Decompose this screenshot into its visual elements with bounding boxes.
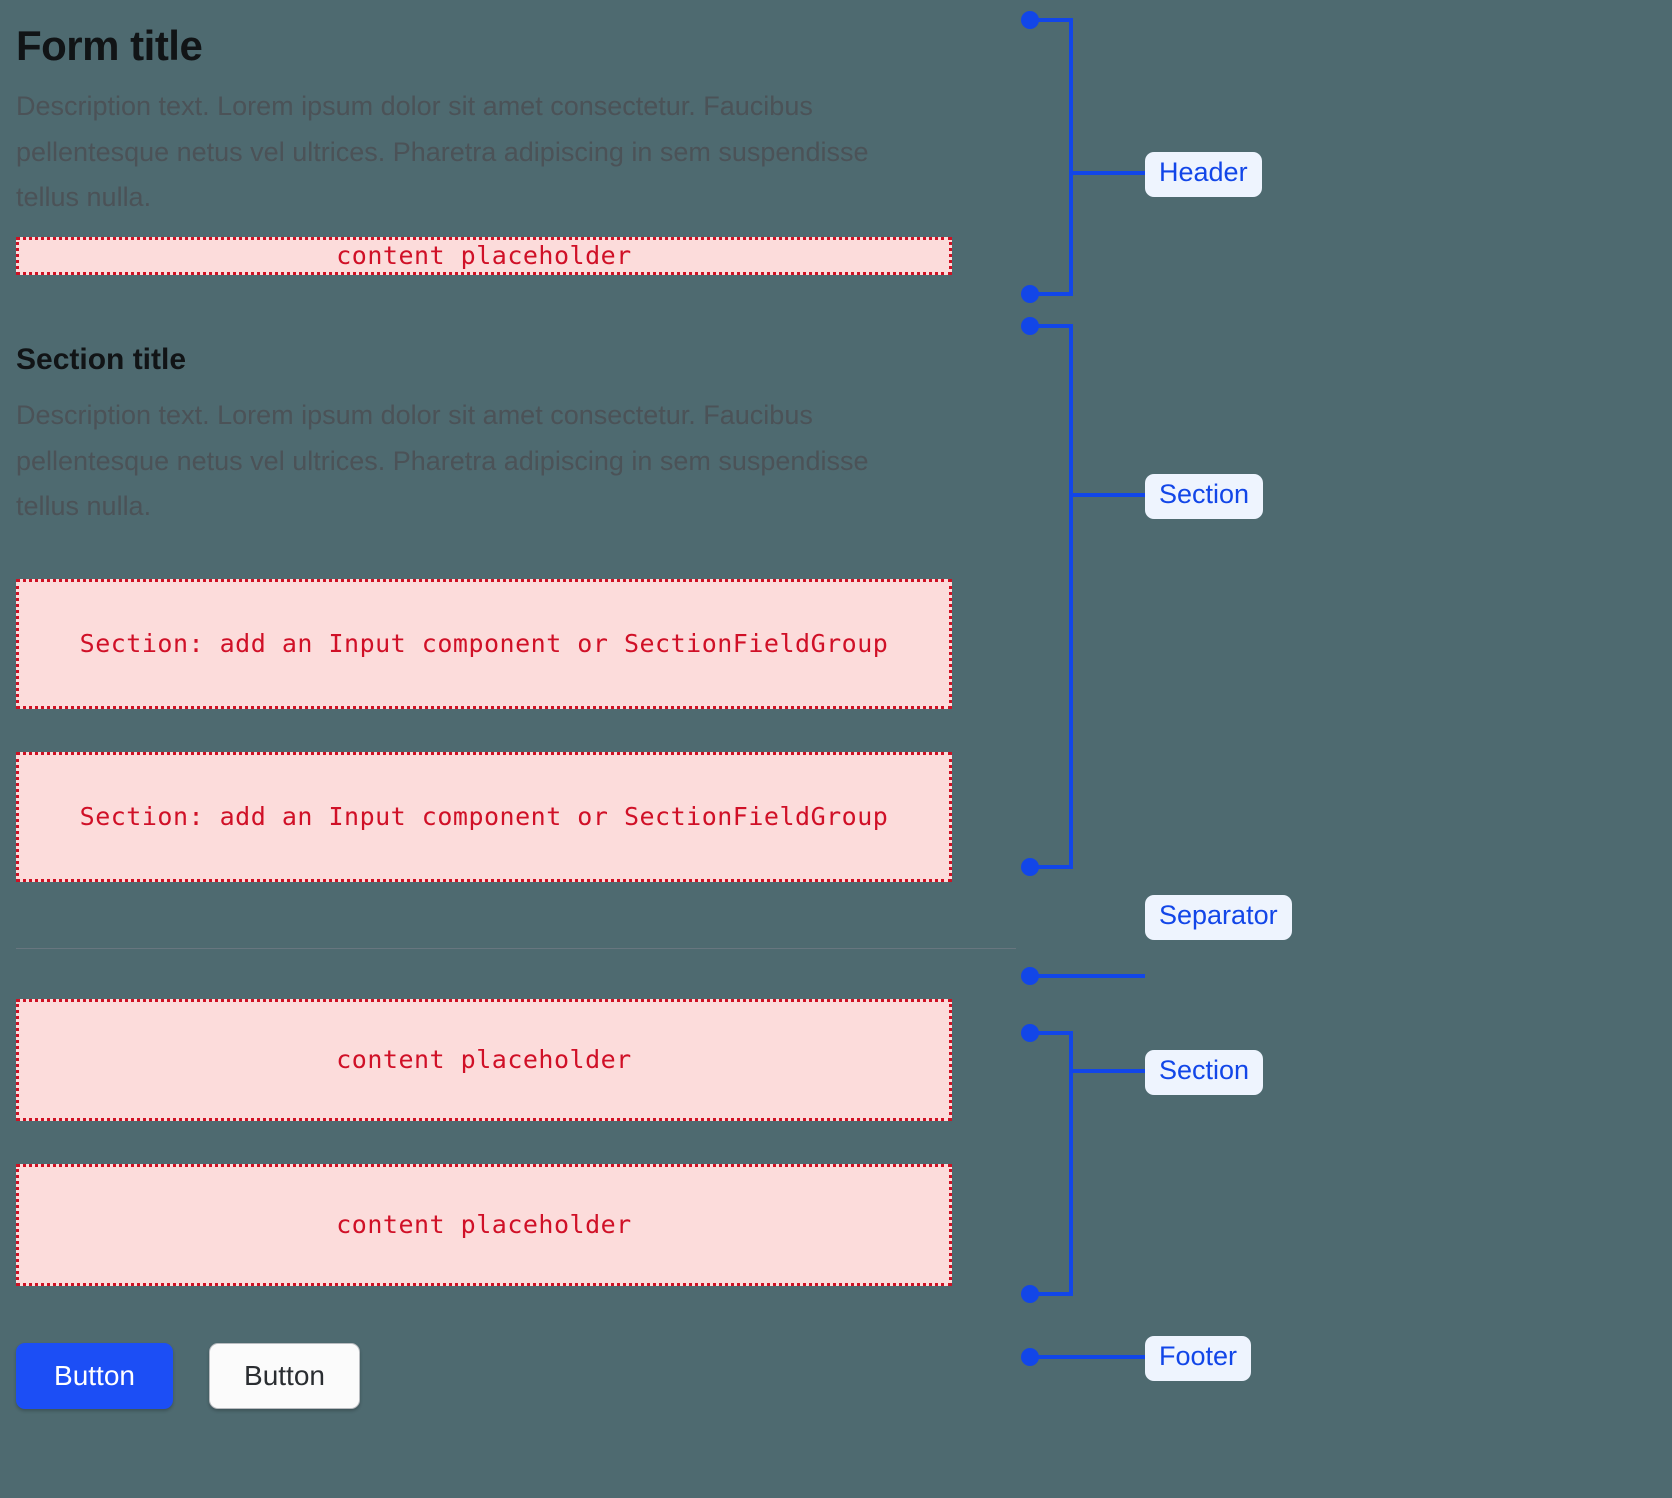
header-connector <box>1021 11 1145 303</box>
annotation-label-section-two[interactable]: Section <box>1145 1050 1264 1095</box>
annotation-label-separator[interactable]: Separator <box>1145 895 1292 940</box>
annotation-label-header[interactable]: Header <box>1145 152 1262 197</box>
footer-connector <box>1021 1348 1145 1366</box>
annotation-label-section-one[interactable]: Section <box>1145 474 1264 519</box>
section-description: Description text. Lorem ipsum dolor sit … <box>16 399 869 522</box>
section-one: Section title Description text. Lorem ip… <box>16 342 1016 882</box>
section-content-placeholder[interactable]: content placeholder <box>16 1163 952 1286</box>
section-two: content placeholder content placeholder <box>16 998 1016 1286</box>
section-field-placeholder[interactable]: Section: add an Input component or Secti… <box>16 751 952 882</box>
header-content-placeholder[interactable]: content placeholder <box>16 236 952 275</box>
section-field-placeholder[interactable]: Section: add an Input component or Secti… <box>16 578 952 709</box>
form-header: Form title Description text. Lorem ipsum… <box>16 0 1016 221</box>
form-footer: Button Button <box>16 1342 1016 1409</box>
separator-connector <box>1021 967 1145 985</box>
page-title: Form title <box>16 22 203 69</box>
header-description: Description text. Lorem ipsum dolor sit … <box>16 91 869 213</box>
separator <box>16 947 1016 949</box>
section-two-connector <box>1021 1024 1145 1303</box>
annotation-label-footer[interactable]: Footer <box>1145 1336 1252 1381</box>
section-content-placeholder[interactable]: content placeholder <box>16 998 952 1121</box>
secondary-button[interactable]: Button <box>209 1342 360 1409</box>
section-one-connector <box>1021 317 1145 876</box>
section-title: Section title <box>16 342 187 376</box>
primary-button[interactable]: Button <box>16 1342 173 1409</box>
form-column: Form title Description text. Lorem ipsum… <box>16 0 1016 1409</box>
